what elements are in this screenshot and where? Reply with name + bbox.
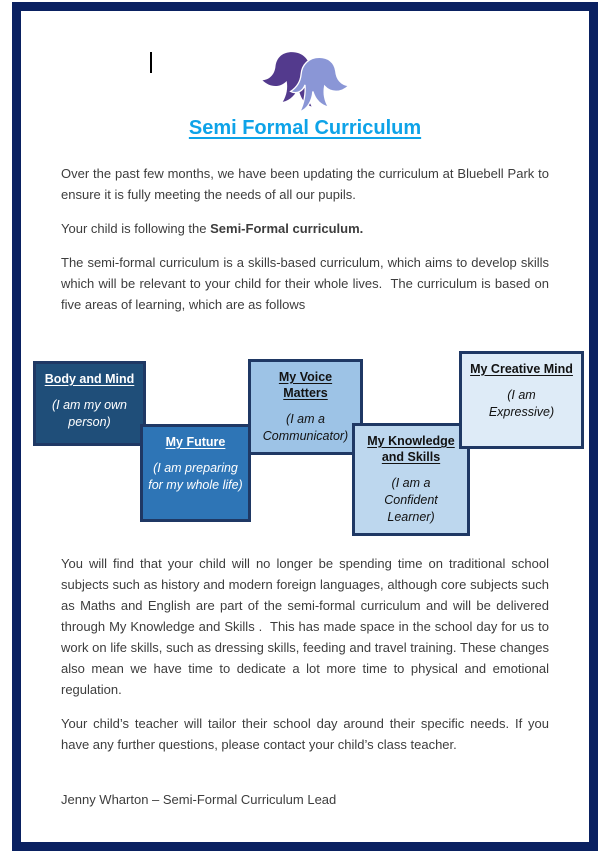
area-box-body-and-mind: Body and Mind (I am my own person) xyxy=(33,361,146,446)
area-box-title: My Knowledge and Skills xyxy=(367,434,455,464)
bluebell-flowers-icon xyxy=(262,52,350,113)
intro-text-column: Over the past few months, we have been u… xyxy=(21,163,589,315)
area-box-my-knowledge-and-skills: My Knowledge and Skills (I am a Confiden… xyxy=(352,423,470,536)
area-box-subtitle: (I am my own person) xyxy=(51,398,127,429)
paragraph-following-prefix: Your child is following the xyxy=(61,221,211,236)
area-box-title: My Creative Mind xyxy=(470,362,573,376)
page-content: Semi Formal Curriculum Over the past few… xyxy=(21,11,589,810)
page-title: Semi Formal Curriculum xyxy=(188,117,422,139)
paragraph-description: The semi-formal curriculum is a skills-b… xyxy=(61,255,549,312)
area-box-title: My Future xyxy=(165,435,226,449)
area-box-my-creative-mind: My Creative Mind (I am Expressive) xyxy=(459,351,584,449)
text-cursor-mark xyxy=(150,52,152,73)
area-box-subtitle: (I am preparing for my whole life) xyxy=(148,461,243,492)
area-box-subtitle: (I am Expressive) xyxy=(488,388,555,419)
logo-container xyxy=(21,43,589,115)
area-box-title: My Voice Matters xyxy=(278,370,333,400)
paragraph-following: Your child is following the Semi-Formal … xyxy=(61,218,549,239)
paragraph-changes: You will find that your child will no lo… xyxy=(61,556,549,697)
closing-text-column: You will find that your child will no lo… xyxy=(21,553,589,810)
curriculum-areas-diagram: Body and Mind (I am my own person) My Fu… xyxy=(21,351,589,539)
area-box-subtitle: (I am a Communicator) xyxy=(262,412,349,443)
paragraph-following-bold: Semi-Formal curriculum. xyxy=(210,221,364,236)
area-box-title: Body and Mind xyxy=(44,372,135,386)
area-box-my-voice-matters: My Voice Matters (I am a Communicator) xyxy=(248,359,363,455)
area-box-my-future: My Future (I am preparing for my whole l… xyxy=(140,424,251,522)
area-box-subtitle: (I am a Confident Learner) xyxy=(384,476,438,524)
paragraph-intro: Over the past few months, we have been u… xyxy=(61,166,549,202)
signature-line: Jenny Wharton – Semi-Formal Curriculum L… xyxy=(61,792,337,807)
paragraph-teacher: Your child’s teacher will tailor their s… xyxy=(61,716,549,752)
